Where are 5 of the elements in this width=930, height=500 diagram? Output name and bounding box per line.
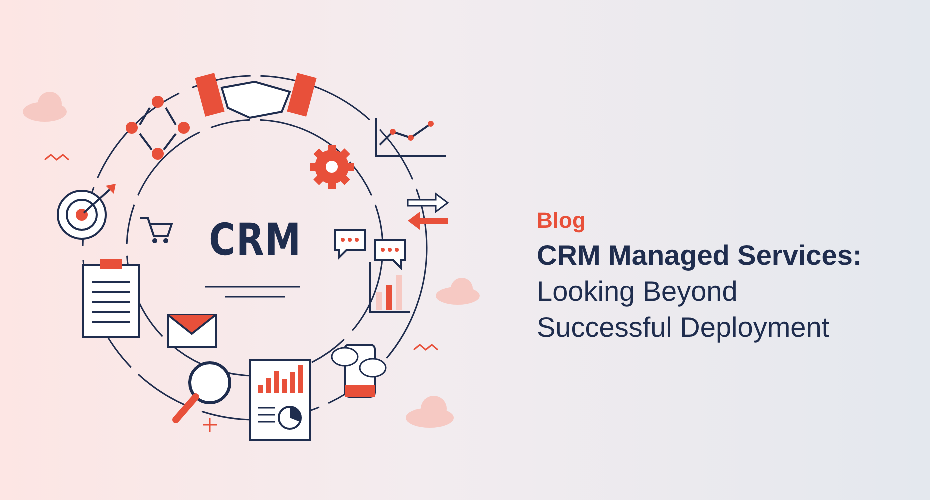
hub-label: CRM bbox=[208, 214, 302, 266]
headline-text: Successful Deployment bbox=[537, 311, 831, 345]
headline-text: CRM Managed Services: bbox=[537, 239, 862, 273]
category-label: Blog bbox=[537, 207, 587, 235]
headline-text: Looking Beyond bbox=[537, 275, 739, 309]
